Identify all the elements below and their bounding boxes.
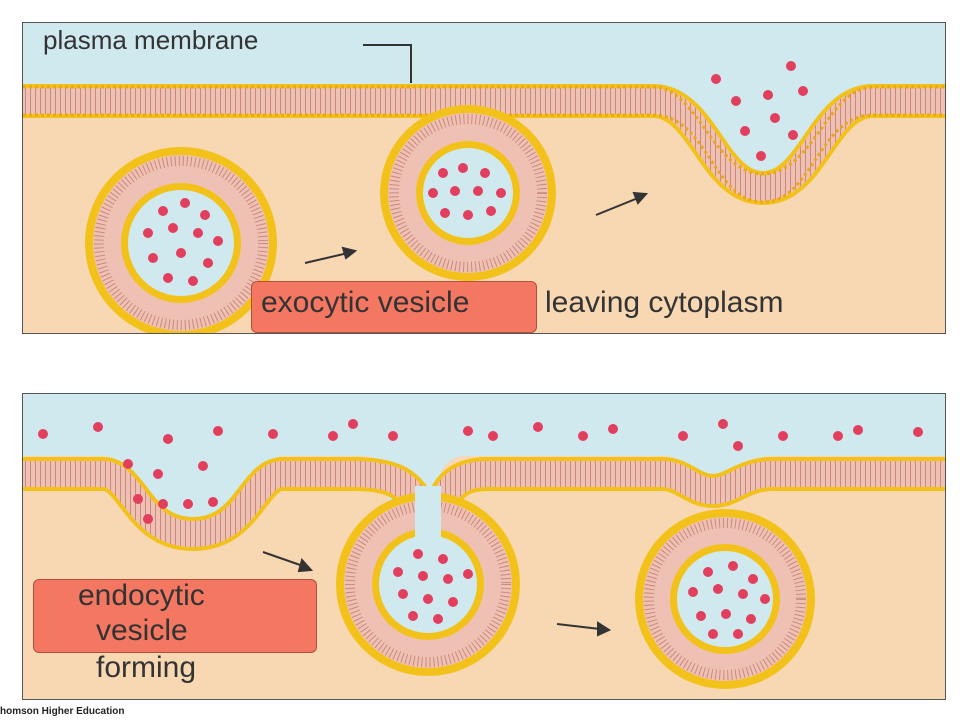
endocytic-vesicle-forming [336,486,520,676]
cargo-molecules [393,549,473,624]
forming-label: forming [96,651,197,684]
leaving-cytoplasm-label: leaving cytoplasm [545,286,784,319]
released-cargo [711,61,808,161]
exocytic-vesicle-1 [85,147,277,333]
movement-arrows [262,551,612,637]
endocytosis-panel: endocytic vesicle forming [22,393,946,700]
exocytic-vesicle-label: exocytic vesicle [261,286,470,319]
exocytic-highlight [251,281,537,333]
endocytic-label-line1: endocytic [78,579,205,612]
movement-arrows [304,191,649,264]
plasma-membrane-top [23,84,945,205]
extracellular-cargo [38,419,923,524]
extracellular-space [23,394,945,545]
endocytosis-diagram [23,394,945,689]
publisher-credit: homson Higher Education [0,706,125,717]
cargo-molecules [143,198,223,286]
label-pointer [363,44,412,83]
cargo-molecules [688,561,770,639]
cargo-molecules [428,163,506,220]
endocytic-vesicle-complete [635,509,815,689]
plasma-membrane-label: plasma membrane [43,25,259,55]
exocytosis-diagram [23,23,945,333]
endocytic-highlight [33,579,317,653]
exocytic-vesicle-2 [380,105,556,281]
plasma-membrane-bottom [23,457,945,551]
endocytic-label-line2: vesicle [96,614,188,647]
exocytosis-panel: plasma membrane exocytic vesicle leaving… [22,22,946,334]
